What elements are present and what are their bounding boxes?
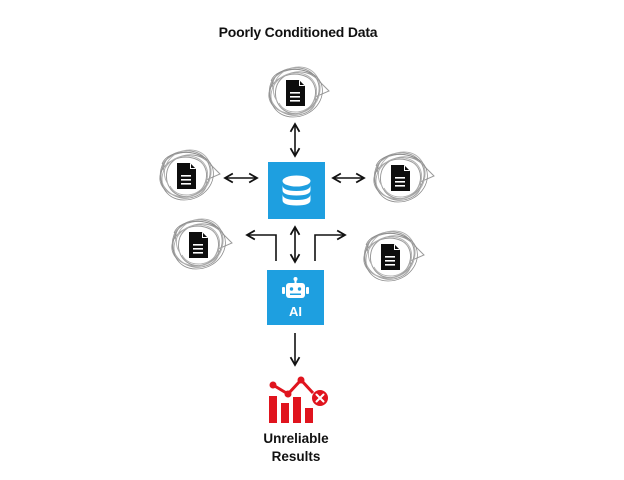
robot-icon: [282, 277, 309, 298]
ai-node: AI: [267, 270, 324, 325]
arrow-elbow-right: [314, 229, 347, 261]
arrow-elbow-left: [245, 229, 277, 261]
database-node: [268, 162, 325, 219]
ai-label: AI: [289, 304, 302, 319]
result-label-line1: Unreliable: [263, 431, 329, 446]
result-label: Unreliable Results: [232, 430, 360, 466]
result-label-line2: Results: [271, 449, 321, 464]
diagram-title: Poorly Conditioned Data: [218, 24, 378, 40]
database-icon: [282, 175, 311, 206]
